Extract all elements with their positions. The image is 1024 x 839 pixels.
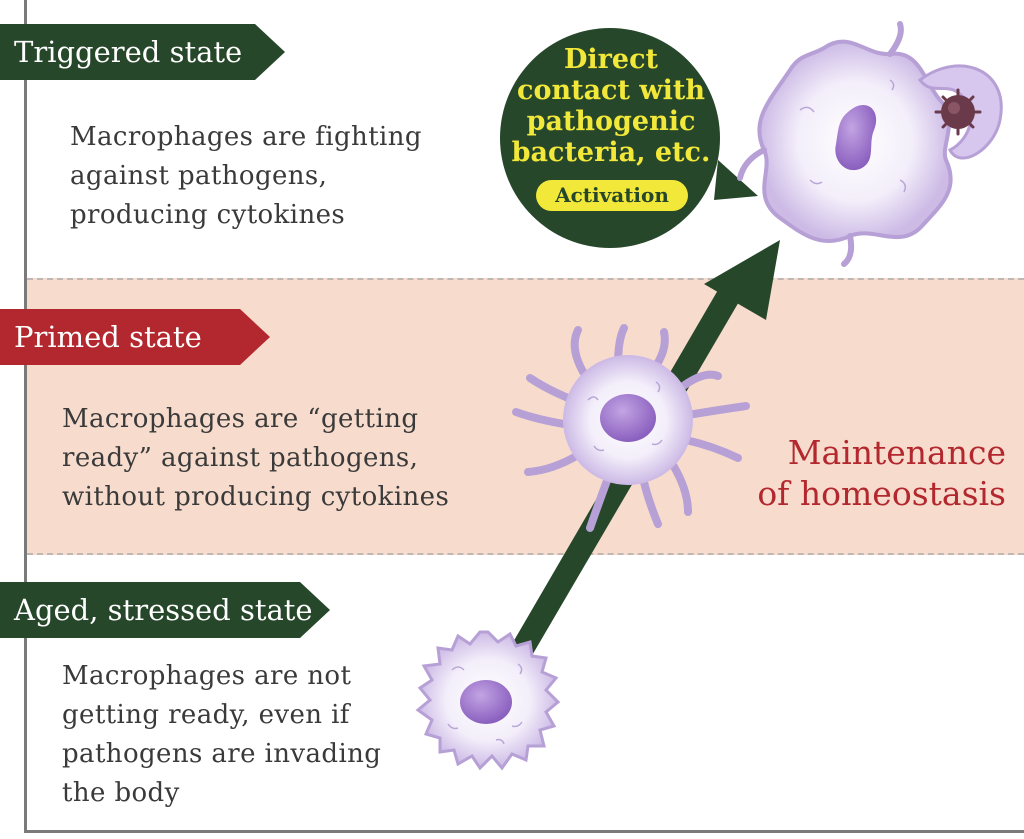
macrophage-aged-icon <box>415 630 561 771</box>
triggered-state-description: Macrophages are fighting against pathoge… <box>70 118 510 235</box>
aged-state-description: Macrophages are not getting ready, even … <box>62 657 442 813</box>
primed-state-description: Macrophages are “getting ready” against … <box>62 400 522 517</box>
activation-badge: Activation <box>536 180 688 211</box>
description-line: against pathogens, <box>70 161 328 191</box>
bacterium-icon <box>934 88 982 136</box>
description-line: pathogens are invading <box>62 739 382 769</box>
description-line: getting ready, even if <box>62 700 350 730</box>
activation-callout-text: Direct contact with pathogenic bacteria,… <box>494 44 728 168</box>
macrophage-primed-icon <box>512 324 750 532</box>
primed-state-tag: Primed state <box>0 309 270 365</box>
homeostasis-line: of homeostasis <box>757 474 1006 513</box>
callout-line: contact with <box>517 75 705 106</box>
callout-line: pathogenic <box>526 106 696 137</box>
description-line: Macrophages are fighting <box>70 122 422 152</box>
frame-bottom-axis <box>24 830 1024 833</box>
frame-left-axis <box>24 0 27 833</box>
triggered-state-tag: Triggered state <box>0 24 285 80</box>
description-line: Macrophages are “getting <box>62 404 419 434</box>
callout-line: Direct <box>564 44 658 75</box>
aged-state-tag: Aged, stressed state <box>0 582 330 638</box>
description-line: without producing cytokines <box>62 482 450 512</box>
callout-line: bacteria, etc. <box>511 137 711 168</box>
description-line: ready” against pathogens, <box>62 443 419 473</box>
description-line: Macrophages are not <box>62 661 352 691</box>
macrophage-triggered-icon <box>737 21 1003 267</box>
description-line: producing cytokines <box>70 200 346 230</box>
description-line: the body <box>62 778 180 808</box>
homeostasis-label: Maintenance of homeostasis <box>730 432 1006 514</box>
homeostasis-line: Maintenance <box>787 433 1006 472</box>
